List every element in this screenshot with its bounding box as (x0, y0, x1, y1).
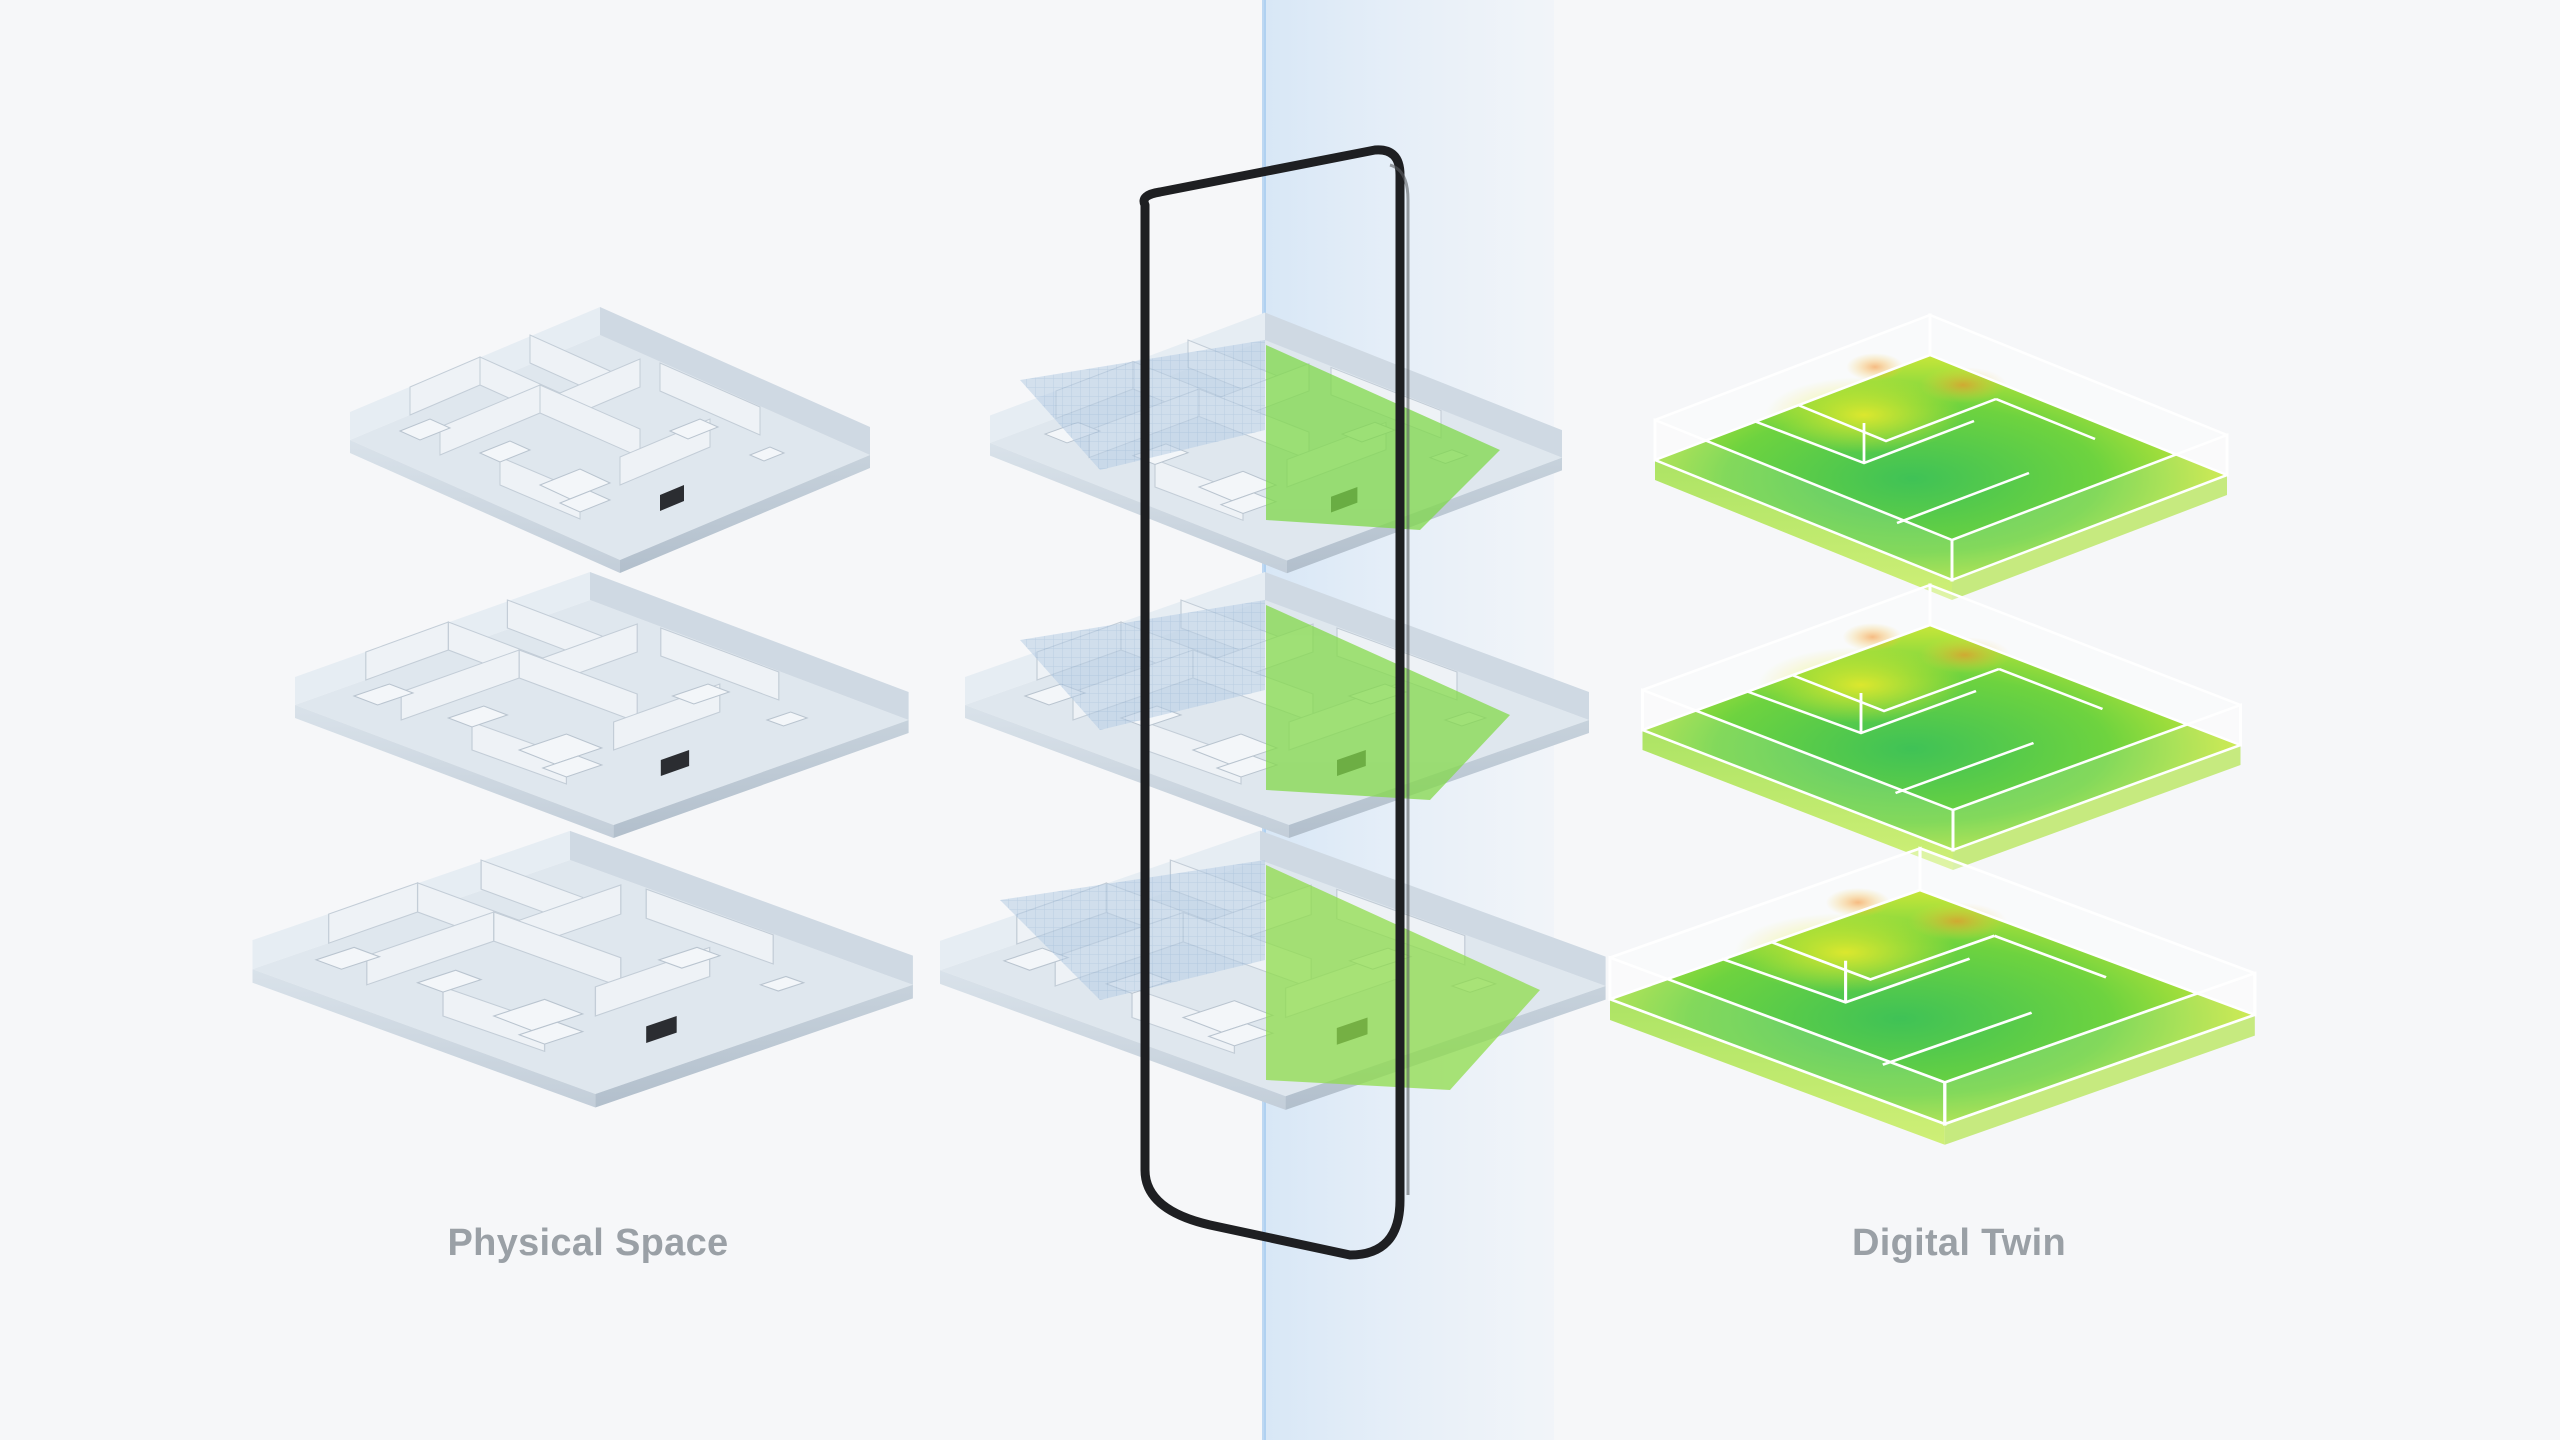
physical-space-label: Physical Space (447, 1222, 729, 1264)
physical-floor-bottom (251, 830, 914, 1109)
heatmap-floor-middle (1641, 583, 2242, 872)
heatmap-floor-top (1653, 313, 2229, 602)
digital-twin-label: Digital Twin (1852, 1222, 2066, 1264)
physical-floor-middle (294, 571, 910, 839)
smartphone-frame (1139, 145, 1410, 1260)
heatmap-floor-bottom (1608, 846, 2257, 1147)
physical-floor-top (349, 306, 871, 574)
